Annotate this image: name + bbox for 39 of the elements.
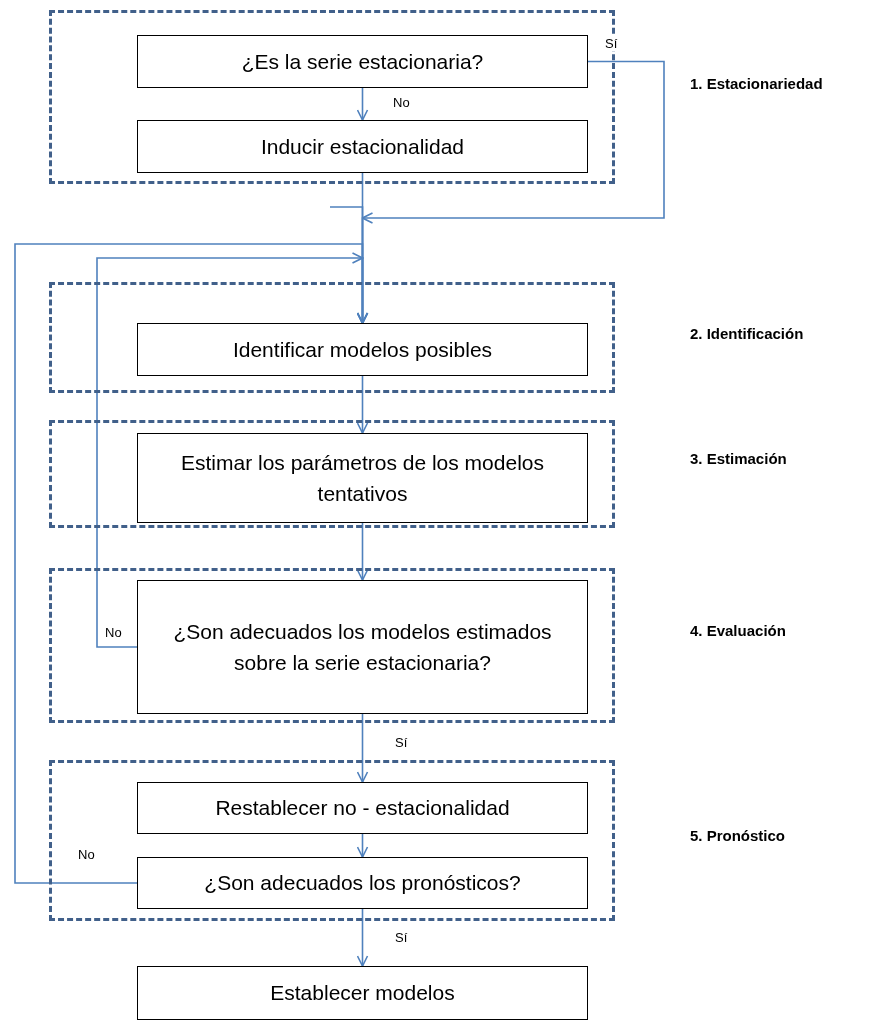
arrow [356, 375, 369, 434]
edge-label: Sí [394, 930, 409, 945]
edge-label: No [392, 95, 411, 110]
stage-label: 5. Pronóstico [690, 827, 786, 844]
step-text: ¿Son adecuados los pronósticos? [203, 870, 522, 897]
stage-frame [49, 10, 615, 184]
stage-frame [49, 420, 615, 528]
edge-label: Sí [394, 735, 409, 750]
arrow [356, 713, 369, 783]
arrow [356, 908, 369, 967]
edge-label: Sí [604, 36, 619, 51]
process-box [137, 580, 588, 714]
step-text: Identificar modelos posibles [231, 336, 494, 363]
edge-label: No [104, 625, 123, 640]
stage-frame [49, 282, 615, 393]
step-text: ¿Es la serie estacionaria? [240, 48, 485, 75]
stage-label: 3. Estimación [690, 450, 787, 467]
step-text: Estimar los parámetros de los modelos tentativos [180, 449, 545, 507]
step-text: Restablecer no - estacionalidad [214, 795, 511, 822]
process-box [137, 433, 588, 523]
stage-frame [49, 760, 615, 921]
step-text: Establecer modelos [269, 980, 456, 1007]
stage-label: 2. Identificación [690, 325, 804, 342]
stage-frame [49, 568, 615, 723]
process-box [137, 120, 588, 173]
stage-label: 1. Estacionariedad [690, 75, 823, 92]
arrow [356, 833, 369, 858]
arrow [356, 87, 369, 121]
edge-label: No [77, 847, 96, 862]
step-text: Inducir estacionalidad [259, 133, 466, 160]
step-text: ¿Son adecuados los modelos estimados sobre la serie estacionaria? [172, 618, 553, 676]
stage-label: 4. Evaluación [690, 622, 786, 639]
arrow [356, 522, 369, 581]
process-box [137, 966, 588, 1020]
process-box [137, 857, 588, 909]
process-box [137, 782, 588, 834]
arrow [329, 206, 369, 324]
process-box [137, 323, 588, 376]
process-box [137, 35, 588, 88]
